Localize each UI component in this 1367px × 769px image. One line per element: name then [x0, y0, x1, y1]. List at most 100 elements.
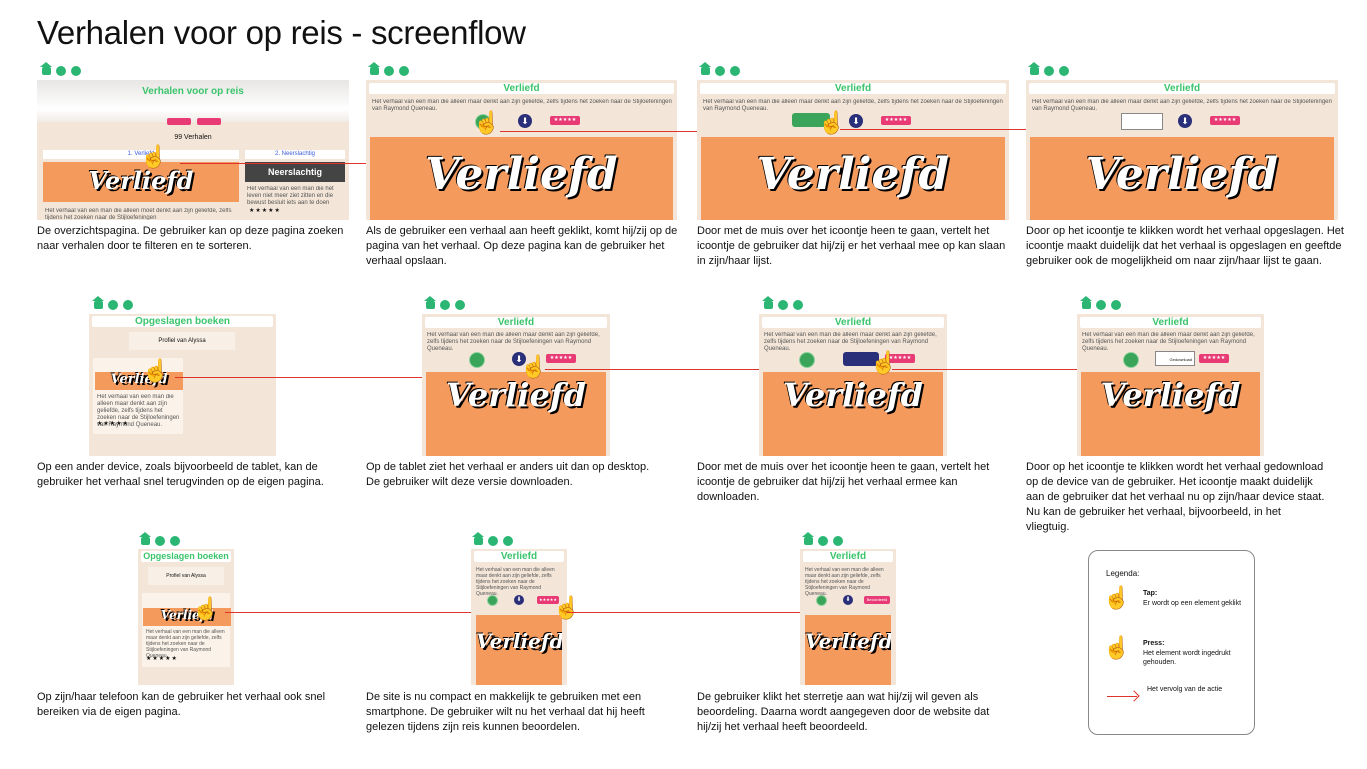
screen-tablet-saved: Opgeslagen boeken Profiel van Alyssa Ver… [89, 314, 276, 456]
saved-books-bar: Opgeslagen boeken [92, 316, 273, 327]
download-button[interactable]: ⬇ [514, 595, 524, 605]
rate-button[interactable]: ★★★★★ [550, 116, 580, 125]
story-intro: Het verhaal van een man die alleen maar … [476, 567, 555, 597]
save-tooltip-button[interactable] [792, 113, 830, 127]
story-cover-1[interactable]: Verliefd [43, 162, 239, 202]
saved-indicator[interactable] [1121, 113, 1163, 130]
user-icon[interactable] [384, 66, 394, 76]
rate-button[interactable]: ★★★★★ [885, 354, 915, 363]
save-button[interactable] [475, 114, 491, 130]
rate-button[interactable]: ★★★★★ [1210, 116, 1240, 125]
saved-story-cover[interactable]: Verliefd [95, 372, 183, 390]
legend-tap-text: Er wordt op een element geklikt [1143, 600, 1242, 607]
user-icon[interactable] [56, 66, 66, 76]
save-button[interactable] [487, 595, 498, 606]
settings-icon[interactable] [793, 300, 803, 310]
user-icon[interactable] [818, 536, 828, 546]
home-icon[interactable] [40, 62, 52, 75]
story-cover-2[interactable]: Neerslachtig [245, 162, 345, 182]
download-button[interactable]: ⬇ [1178, 114, 1192, 128]
screen-tablet-downloaded: Verliefd Het verhaal van een man die all… [1077, 314, 1264, 456]
rating-stars[interactable]: ★★★★★ [146, 656, 178, 662]
settings-icon[interactable] [399, 66, 409, 76]
home-icon[interactable] [1028, 62, 1040, 75]
story-title-bar: Verliefd [700, 83, 1006, 94]
user-icon[interactable] [778, 300, 788, 310]
home-icon[interactable] [368, 62, 380, 75]
story-cover: Verliefd [1081, 372, 1260, 456]
user-icon[interactable] [108, 300, 118, 310]
downloaded-indicator[interactable]: Gedownload [1155, 351, 1195, 366]
nav-icons [472, 532, 513, 546]
story-desc: Het verhaal van een man die alleen maar … [97, 394, 180, 428]
nav-icons [1028, 62, 1069, 76]
user-icon[interactable] [488, 536, 498, 546]
story-link-2[interactable]: 2. Neerslachtig [245, 150, 345, 159]
filter-button[interactable] [167, 118, 191, 125]
save-button[interactable] [816, 595, 827, 606]
settings-icon[interactable] [1059, 66, 1069, 76]
legend-title: Legenda: [1106, 569, 1140, 578]
story-desc-2: Het verhaal van een man die het leven ni… [247, 186, 334, 206]
home-icon[interactable] [802, 532, 814, 545]
rate-button[interactable]: ★★★★★ [1199, 354, 1229, 363]
caption: Door op het icoontje te klikken wordt he… [1026, 225, 1344, 267]
save-button[interactable] [799, 352, 815, 368]
saved-story-cover[interactable]: Verliefd [143, 608, 231, 626]
rated-indicator[interactable]: Beoordeeld [864, 596, 890, 604]
saved-story-card[interactable] [93, 358, 183, 434]
rating-stars[interactable]: ★★★★★ [97, 421, 129, 427]
home-icon[interactable] [139, 532, 151, 545]
rating-stars[interactable]: ★★★★★ [249, 208, 281, 214]
user-icon[interactable] [1096, 300, 1106, 310]
tap-hand-icon: ☝ [553, 595, 581, 620]
caption: De overzichtspagina. De gebruiker kan op… [37, 225, 344, 252]
home-icon[interactable] [762, 296, 774, 309]
settings-icon[interactable] [170, 536, 180, 546]
story-link-1[interactable]: 1. Verliefd [43, 150, 239, 159]
settings-icon[interactable] [730, 66, 740, 76]
user-icon[interactable] [440, 300, 450, 310]
download-tooltip-button[interactable] [843, 352, 879, 366]
home-icon[interactable] [1080, 296, 1092, 309]
story-intro: Het verhaal van een man die alleen maar … [1082, 332, 1255, 352]
settings-icon[interactable] [123, 300, 133, 310]
cover-script: Verliefd [756, 149, 950, 200]
story-desc: Het verhaal van een man die alleen maar … [146, 629, 225, 659]
settings-icon[interactable] [455, 300, 465, 310]
story-title-bar: Verliefd [474, 551, 564, 562]
rate-button[interactable]: ★★★★★ [881, 116, 911, 125]
download-button[interactable]: ⬇ [512, 352, 526, 366]
download-button[interactable]: ⬇ [518, 114, 532, 128]
user-icon[interactable] [715, 66, 725, 76]
save-button[interactable] [469, 352, 485, 368]
story-intro: Het verhaal van een man die alleen maar … [372, 99, 672, 112]
rate-button[interactable]: ★★★★★ [537, 596, 559, 604]
nav-icons [1080, 296, 1121, 310]
user-icon[interactable] [1044, 66, 1054, 76]
press-hand-icon: ☝ [870, 350, 898, 375]
saved-story-card[interactable] [142, 593, 230, 667]
sort-button[interactable] [197, 118, 221, 125]
legend-press-title: Press: [1143, 640, 1165, 647]
story-intro: Het verhaal van een man die alleen maar … [703, 99, 1003, 112]
story-cover: Verliefd [701, 137, 1005, 220]
settings-icon[interactable] [71, 66, 81, 76]
home-icon[interactable] [472, 532, 484, 545]
download-button[interactable]: ⬇ [843, 595, 853, 605]
home-icon[interactable] [699, 62, 711, 75]
tap-hand-icon: ☝ [473, 110, 501, 135]
press-hand-icon: ☝ [1103, 635, 1131, 660]
settings-icon[interactable] [833, 536, 843, 546]
user-icon[interactable] [155, 536, 165, 546]
story-title-bar: Verliefd [425, 317, 607, 328]
download-button[interactable]: ⬇ [849, 114, 863, 128]
home-icon[interactable] [424, 296, 436, 309]
settings-icon[interactable] [1111, 300, 1121, 310]
caption: Door op het icoontje te klikken wordt he… [1026, 461, 1325, 533]
save-button[interactable] [1123, 352, 1139, 368]
home-icon[interactable] [92, 296, 104, 309]
settings-icon[interactable] [503, 536, 513, 546]
rate-button[interactable]: ★★★★★ [546, 354, 576, 363]
nav-icons [802, 532, 843, 546]
